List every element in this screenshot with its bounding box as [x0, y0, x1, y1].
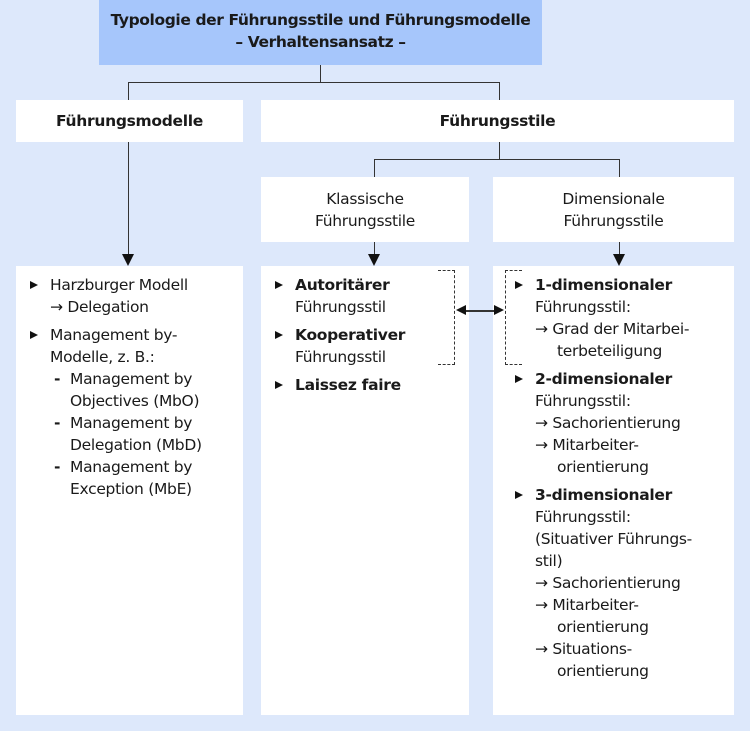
arrow-head-icon — [613, 254, 625, 266]
arrow-line — [619, 242, 620, 256]
arrow-head-icon — [122, 254, 134, 266]
connector — [320, 65, 321, 82]
models-header: Führungsmodelle — [16, 100, 243, 142]
connector — [128, 82, 129, 100]
arrow-head-icon — [368, 254, 380, 266]
connector — [619, 159, 620, 177]
dashed-bracket — [505, 270, 522, 365]
arrow-head-icon — [494, 305, 504, 315]
connector — [128, 82, 500, 83]
connector — [374, 159, 620, 160]
connector — [374, 159, 375, 177]
diagram-title: Typologie der Führungsstile und Führungs… — [99, 0, 542, 65]
models-list: Harzburger Modell→ Delegation Management… — [16, 266, 243, 715]
dashed-bracket — [438, 270, 455, 365]
arrow-line — [128, 142, 129, 256]
list-item: Management by-Modelle, z. B.: Management… — [30, 324, 243, 500]
arrow-line — [374, 242, 375, 256]
list-item: Harzburger Modell→ Delegation — [30, 274, 243, 318]
connector — [499, 142, 500, 159]
list-item: Laissez faire — [275, 374, 469, 396]
connector — [499, 82, 500, 100]
arrow-head-icon — [456, 305, 466, 315]
styles-header: Führungsstile — [261, 100, 734, 142]
double-arrow-icon — [462, 310, 500, 312]
